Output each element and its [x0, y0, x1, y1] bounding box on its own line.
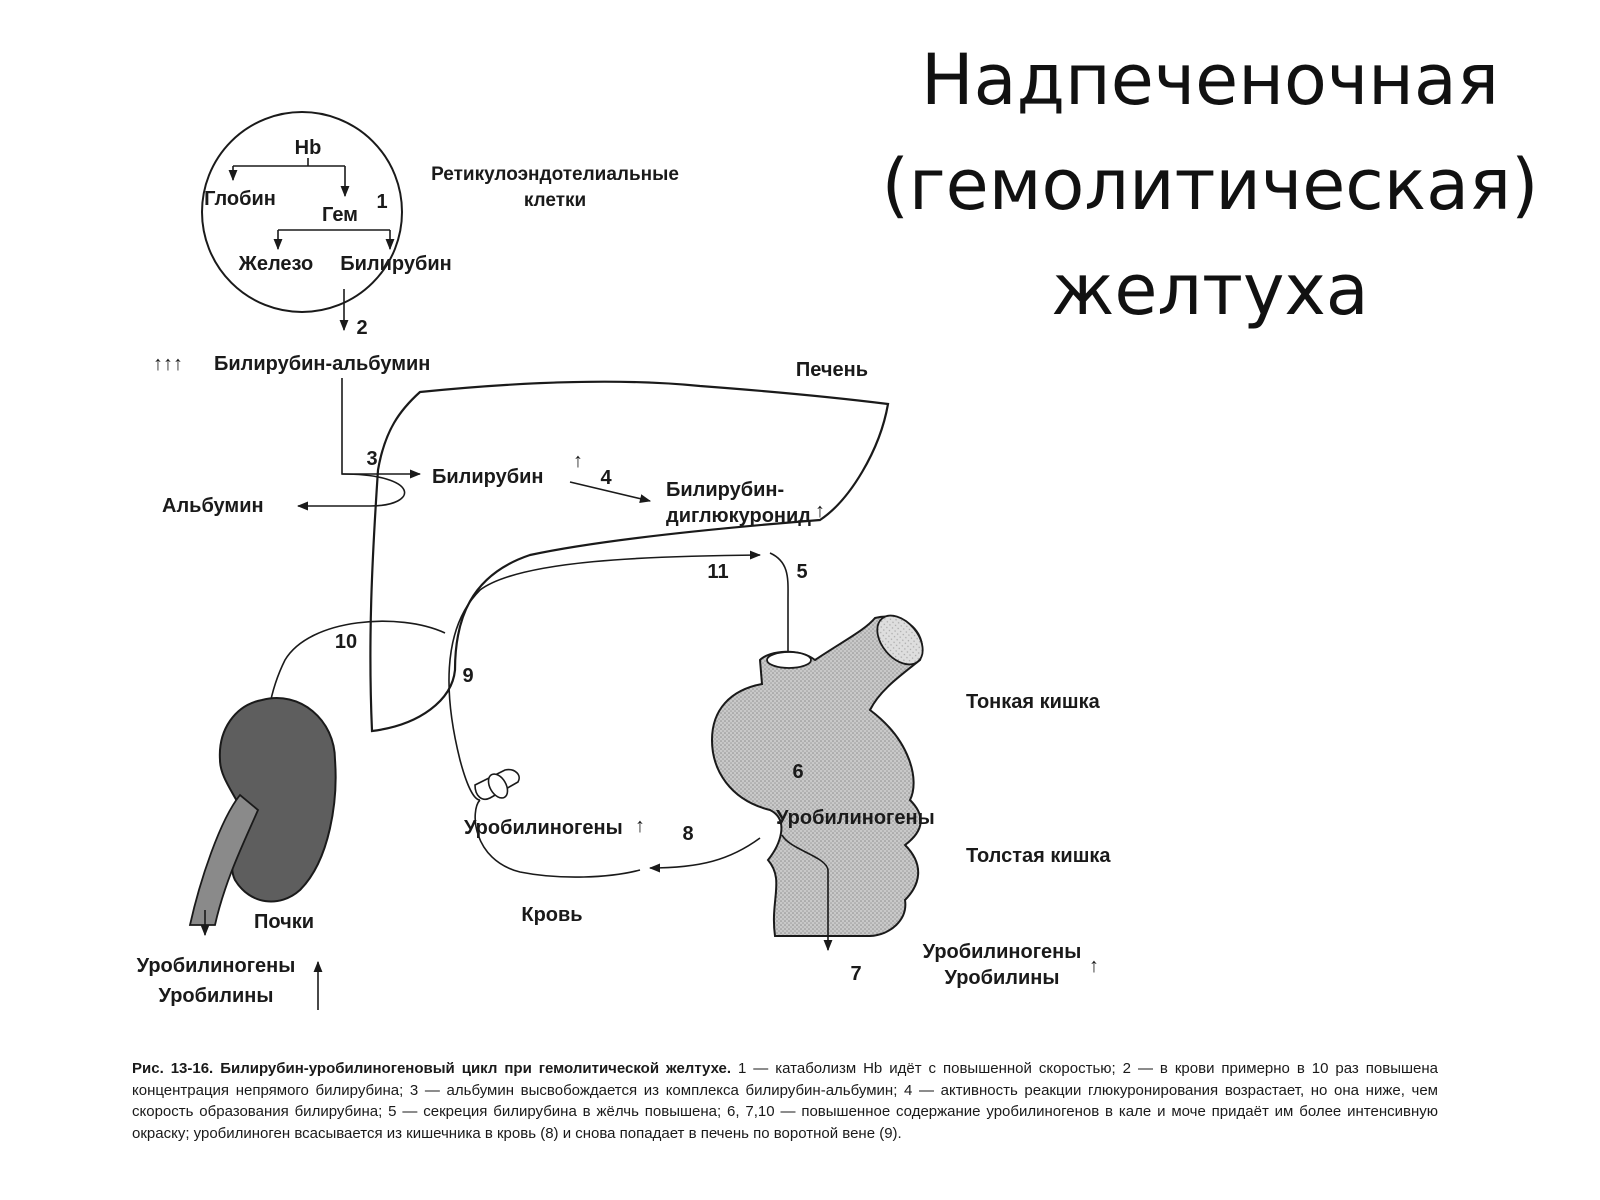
intestine — [710, 614, 924, 937]
kidney — [188, 697, 337, 937]
urobilinogens-gut-label: Уробилиногены — [776, 807, 935, 829]
n1-label: 1 — [376, 191, 387, 213]
hb-label: Hb — [295, 137, 322, 159]
arrow-11-portal-return — [448, 550, 762, 801]
n4-label: 4 — [600, 467, 612, 489]
title-line-1: Надпеченочная — [921, 39, 1499, 121]
caption-body: 1 — катаболизм Hb идёт с повышенной скор… — [132, 1060, 1438, 1142]
n10-label: 10 — [335, 631, 357, 653]
urobilinogens-blood-label: Уробилиногены — [464, 817, 623, 839]
n7-label: 7 — [850, 963, 861, 985]
liver-shape — [369, 380, 890, 733]
n6-label: 6 — [792, 761, 803, 783]
arrow-8 — [648, 837, 761, 873]
reticulo-label-1: Ретикулоэндотелиальные — [431, 164, 679, 185]
hb-branch-lines — [228, 158, 395, 332]
feces-label-2: Уробилины — [945, 967, 1060, 989]
small-intestine-label: Тонкая кишка — [966, 691, 1101, 713]
triple-up-arrows: ↑↑↑ — [153, 353, 183, 375]
n3-label: 3 — [366, 448, 377, 470]
bilirubin-albumin-label: Билирубин-альбумин — [214, 353, 430, 375]
n9-label: 9 — [462, 665, 473, 687]
up-arrow-feces: ↑ — [1089, 955, 1099, 977]
conjugated-label-2: диглюкуронид — [666, 505, 811, 527]
arrow-3 — [296, 378, 422, 511]
large-intestine-label: Толстая кишка — [966, 845, 1111, 867]
hem-label: Гем — [322, 204, 358, 226]
n11-label: 11 — [707, 561, 728, 583]
reticuloendothelial-cell — [201, 111, 403, 313]
urine-label-2: Уробилины — [159, 985, 274, 1007]
urine-label-1: Уробилиногены — [137, 955, 296, 977]
blood-label: Кровь — [521, 904, 582, 926]
arrow-7 — [781, 834, 833, 952]
bilirubin-liver-label: Билирубин — [432, 466, 543, 488]
bilirubin-top-label: Билирубин — [340, 253, 451, 275]
n2-label: 2 — [356, 317, 367, 339]
reticulo-label-2: клетки — [524, 190, 586, 211]
title-line-2: (гемолитическая) — [881, 144, 1539, 226]
albumin-label: Альбумин — [162, 495, 264, 517]
globin-label: Глобин — [204, 188, 276, 210]
arrow-5 — [769, 552, 793, 698]
iron-label: Железо — [238, 253, 313, 275]
conjugated-label-1: Билирубин- — [666, 479, 784, 501]
feces-label-1: Уробилиногены — [923, 941, 1082, 963]
figure-caption: Рис. 13-16. Билирубин-уробилиногеновый ц… — [132, 1058, 1438, 1144]
blood-vessel — [474, 768, 641, 878]
title-line-3: желтуха — [1051, 249, 1369, 331]
n5-label: 5 — [796, 561, 807, 583]
liver-label: Печень — [796, 359, 868, 381]
up-arrow-blood: ↑ — [635, 815, 645, 837]
kidneys-label: Почки — [254, 911, 314, 933]
caption-lead: Рис. 13-16. Билирубин-уробилиногеновый ц… — [132, 1060, 732, 1077]
up-arrow-4: ↑ — [573, 450, 583, 472]
arrow-4 — [569, 481, 652, 504]
slide-title: Надпеченочная (гемолитическая) желтуха — [860, 28, 1560, 343]
n8-label: 8 — [682, 823, 693, 845]
bilirubin-cycle-diagram: Hb Глобин Гем Железо Билирубин 1 Ретикул… — [137, 111, 1111, 1010]
up-arrow-conjugated: ↑ — [815, 500, 825, 522]
